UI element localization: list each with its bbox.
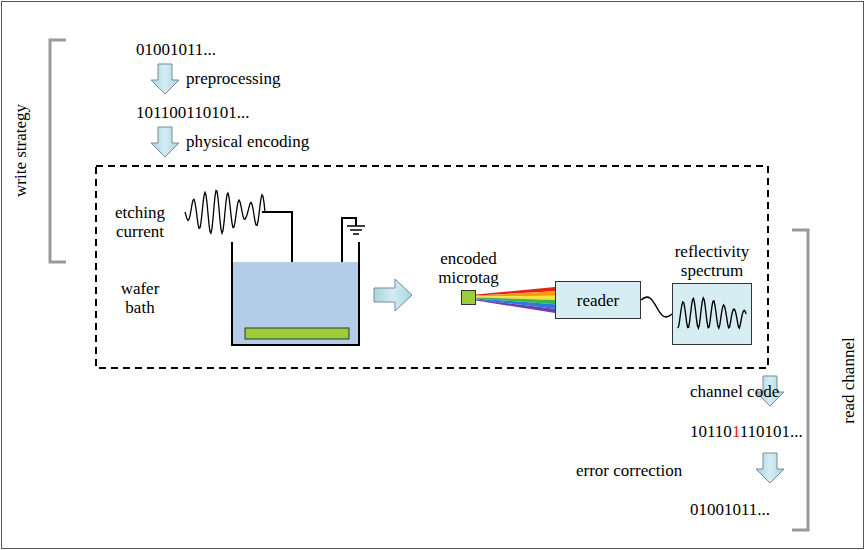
- step-label: wafer bath: [108, 279, 172, 317]
- bit-string: 01001011...: [136, 40, 216, 59]
- step-label: etching current: [104, 203, 176, 241]
- spectrum-curve: [673, 284, 751, 344]
- bracket-label: read channel: [839, 337, 858, 423]
- etching-waveform: [185, 191, 265, 234]
- dashed-enclosure: [96, 166, 768, 368]
- bracket: [50, 40, 66, 262]
- step-label: physical encoding: [186, 132, 309, 151]
- node-heading: encoded microtag: [424, 249, 514, 287]
- node-heading: reflectivity spectrum: [662, 242, 762, 280]
- node-label: reader: [577, 291, 619, 310]
- step-label: channel code: [690, 382, 779, 401]
- microtag: encoded microtag: [461, 290, 476, 305]
- ground-symbol: [347, 226, 365, 234]
- wafer: [245, 328, 349, 339]
- reader-box: reader: [555, 281, 641, 319]
- step-label: error correction: [576, 461, 682, 480]
- bracket: [792, 230, 808, 530]
- spectrum-box: reflectivity spectrum: [672, 283, 752, 345]
- bath-vessel: [232, 242, 359, 345]
- signal-wire: [641, 297, 672, 317]
- bit-string: 101101110101...: [690, 422, 803, 441]
- block-arrow: [151, 64, 784, 483]
- step-label: preprocessing: [186, 69, 280, 88]
- bracket-label: write strategy: [11, 104, 30, 197]
- light-beam: [476, 287, 555, 313]
- bath-liquid: [233, 262, 358, 344]
- bit-string: 01001011...: [690, 500, 770, 519]
- bit-string: 101100110101...: [136, 103, 250, 122]
